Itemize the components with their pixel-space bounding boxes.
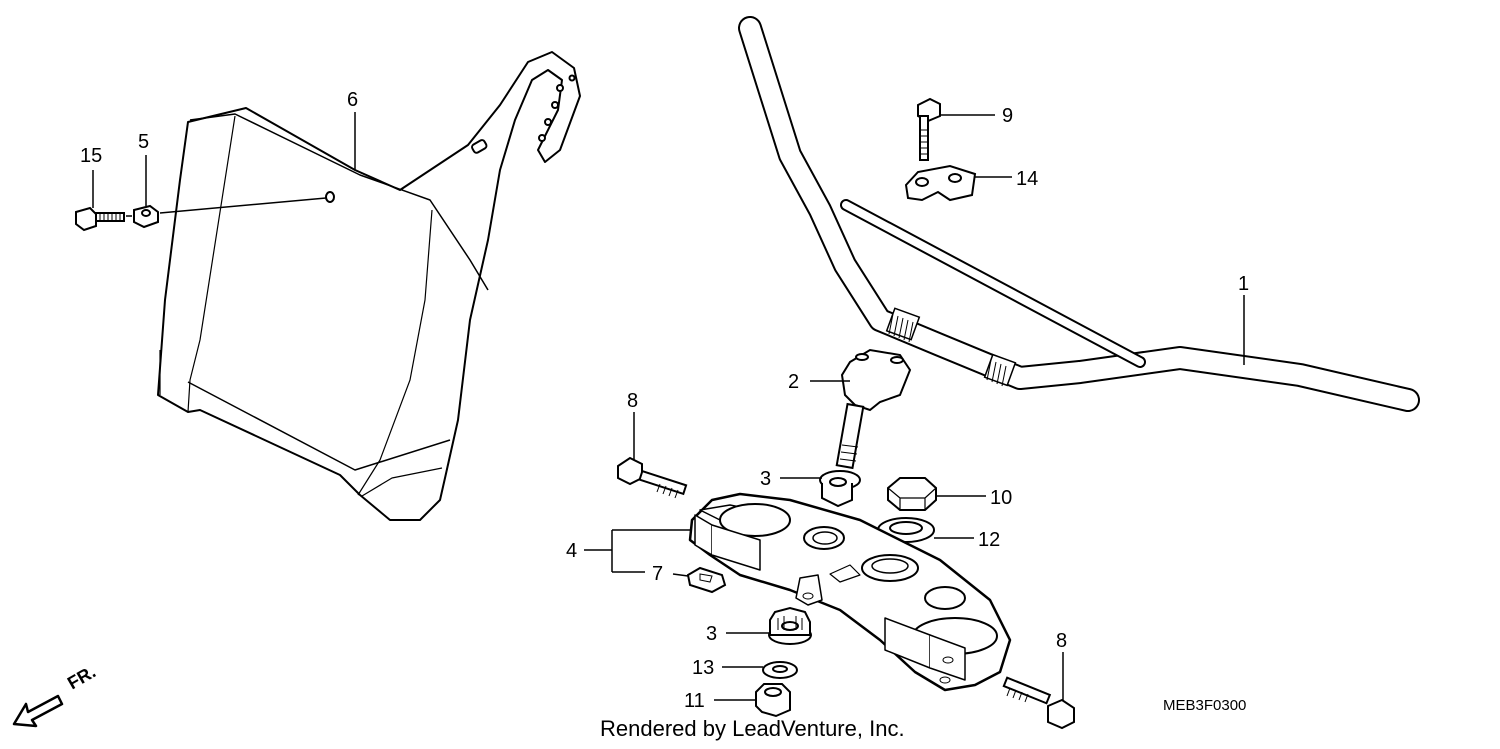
callout-11: 11: [684, 690, 705, 712]
callout-9: 9: [1002, 105, 1013, 127]
bolt-8-lower[interactable]: [1002, 676, 1075, 730]
number-plate[interactable]: [157, 51, 581, 521]
callout-4: 4: [566, 540, 577, 562]
washer-13[interactable]: [762, 661, 798, 679]
nut-10[interactable]: [887, 477, 937, 511]
leader-lines: [92, 112, 1245, 701]
callout-5: 5: [138, 131, 149, 153]
callout-3-lower: 3: [706, 623, 717, 645]
callout-8-upper: 8: [627, 390, 638, 412]
callout-6: 6: [347, 89, 358, 111]
callout-12: 12: [978, 529, 1000, 551]
callout-15: 15: [80, 145, 102, 167]
callout-14: 14: [1016, 168, 1038, 190]
top-bridge-4[interactable]: [688, 492, 1012, 692]
handlebar[interactable]: [738, 16, 1420, 412]
front-direction-arrow-icon: [12, 694, 64, 728]
bolt-9[interactable]: [917, 97, 941, 161]
bolt-8-upper[interactable]: [617, 456, 688, 499]
upper-holder-14[interactable]: [904, 164, 977, 202]
bushing-3-lower[interactable]: [768, 606, 812, 645]
lower-holder-2[interactable]: [835, 348, 912, 470]
callout-10: 10: [990, 487, 1012, 509]
callout-8-lower: 8: [1056, 630, 1067, 652]
nut-11[interactable]: [755, 683, 791, 718]
callout-3-upper: 3: [760, 468, 771, 490]
bushing-3-upper[interactable]: [819, 470, 861, 508]
callout-13: 13: [692, 657, 714, 679]
callout-labels: 1 2 3 3 4 5 6 7 8 8 9 10 11 12 13 14 15: [80, 89, 1249, 712]
diagram-code: MEB3F0300: [1163, 697, 1247, 714]
render-credit: Rendered by LeadVenture, Inc.: [600, 716, 905, 741]
bolt-15[interactable]: [75, 206, 125, 232]
plate-7[interactable]: [686, 566, 727, 594]
callout-7: 7: [652, 563, 663, 585]
callout-1: 1: [1238, 273, 1249, 295]
callout-2: 2: [788, 371, 799, 393]
collar-5[interactable]: [133, 204, 159, 229]
